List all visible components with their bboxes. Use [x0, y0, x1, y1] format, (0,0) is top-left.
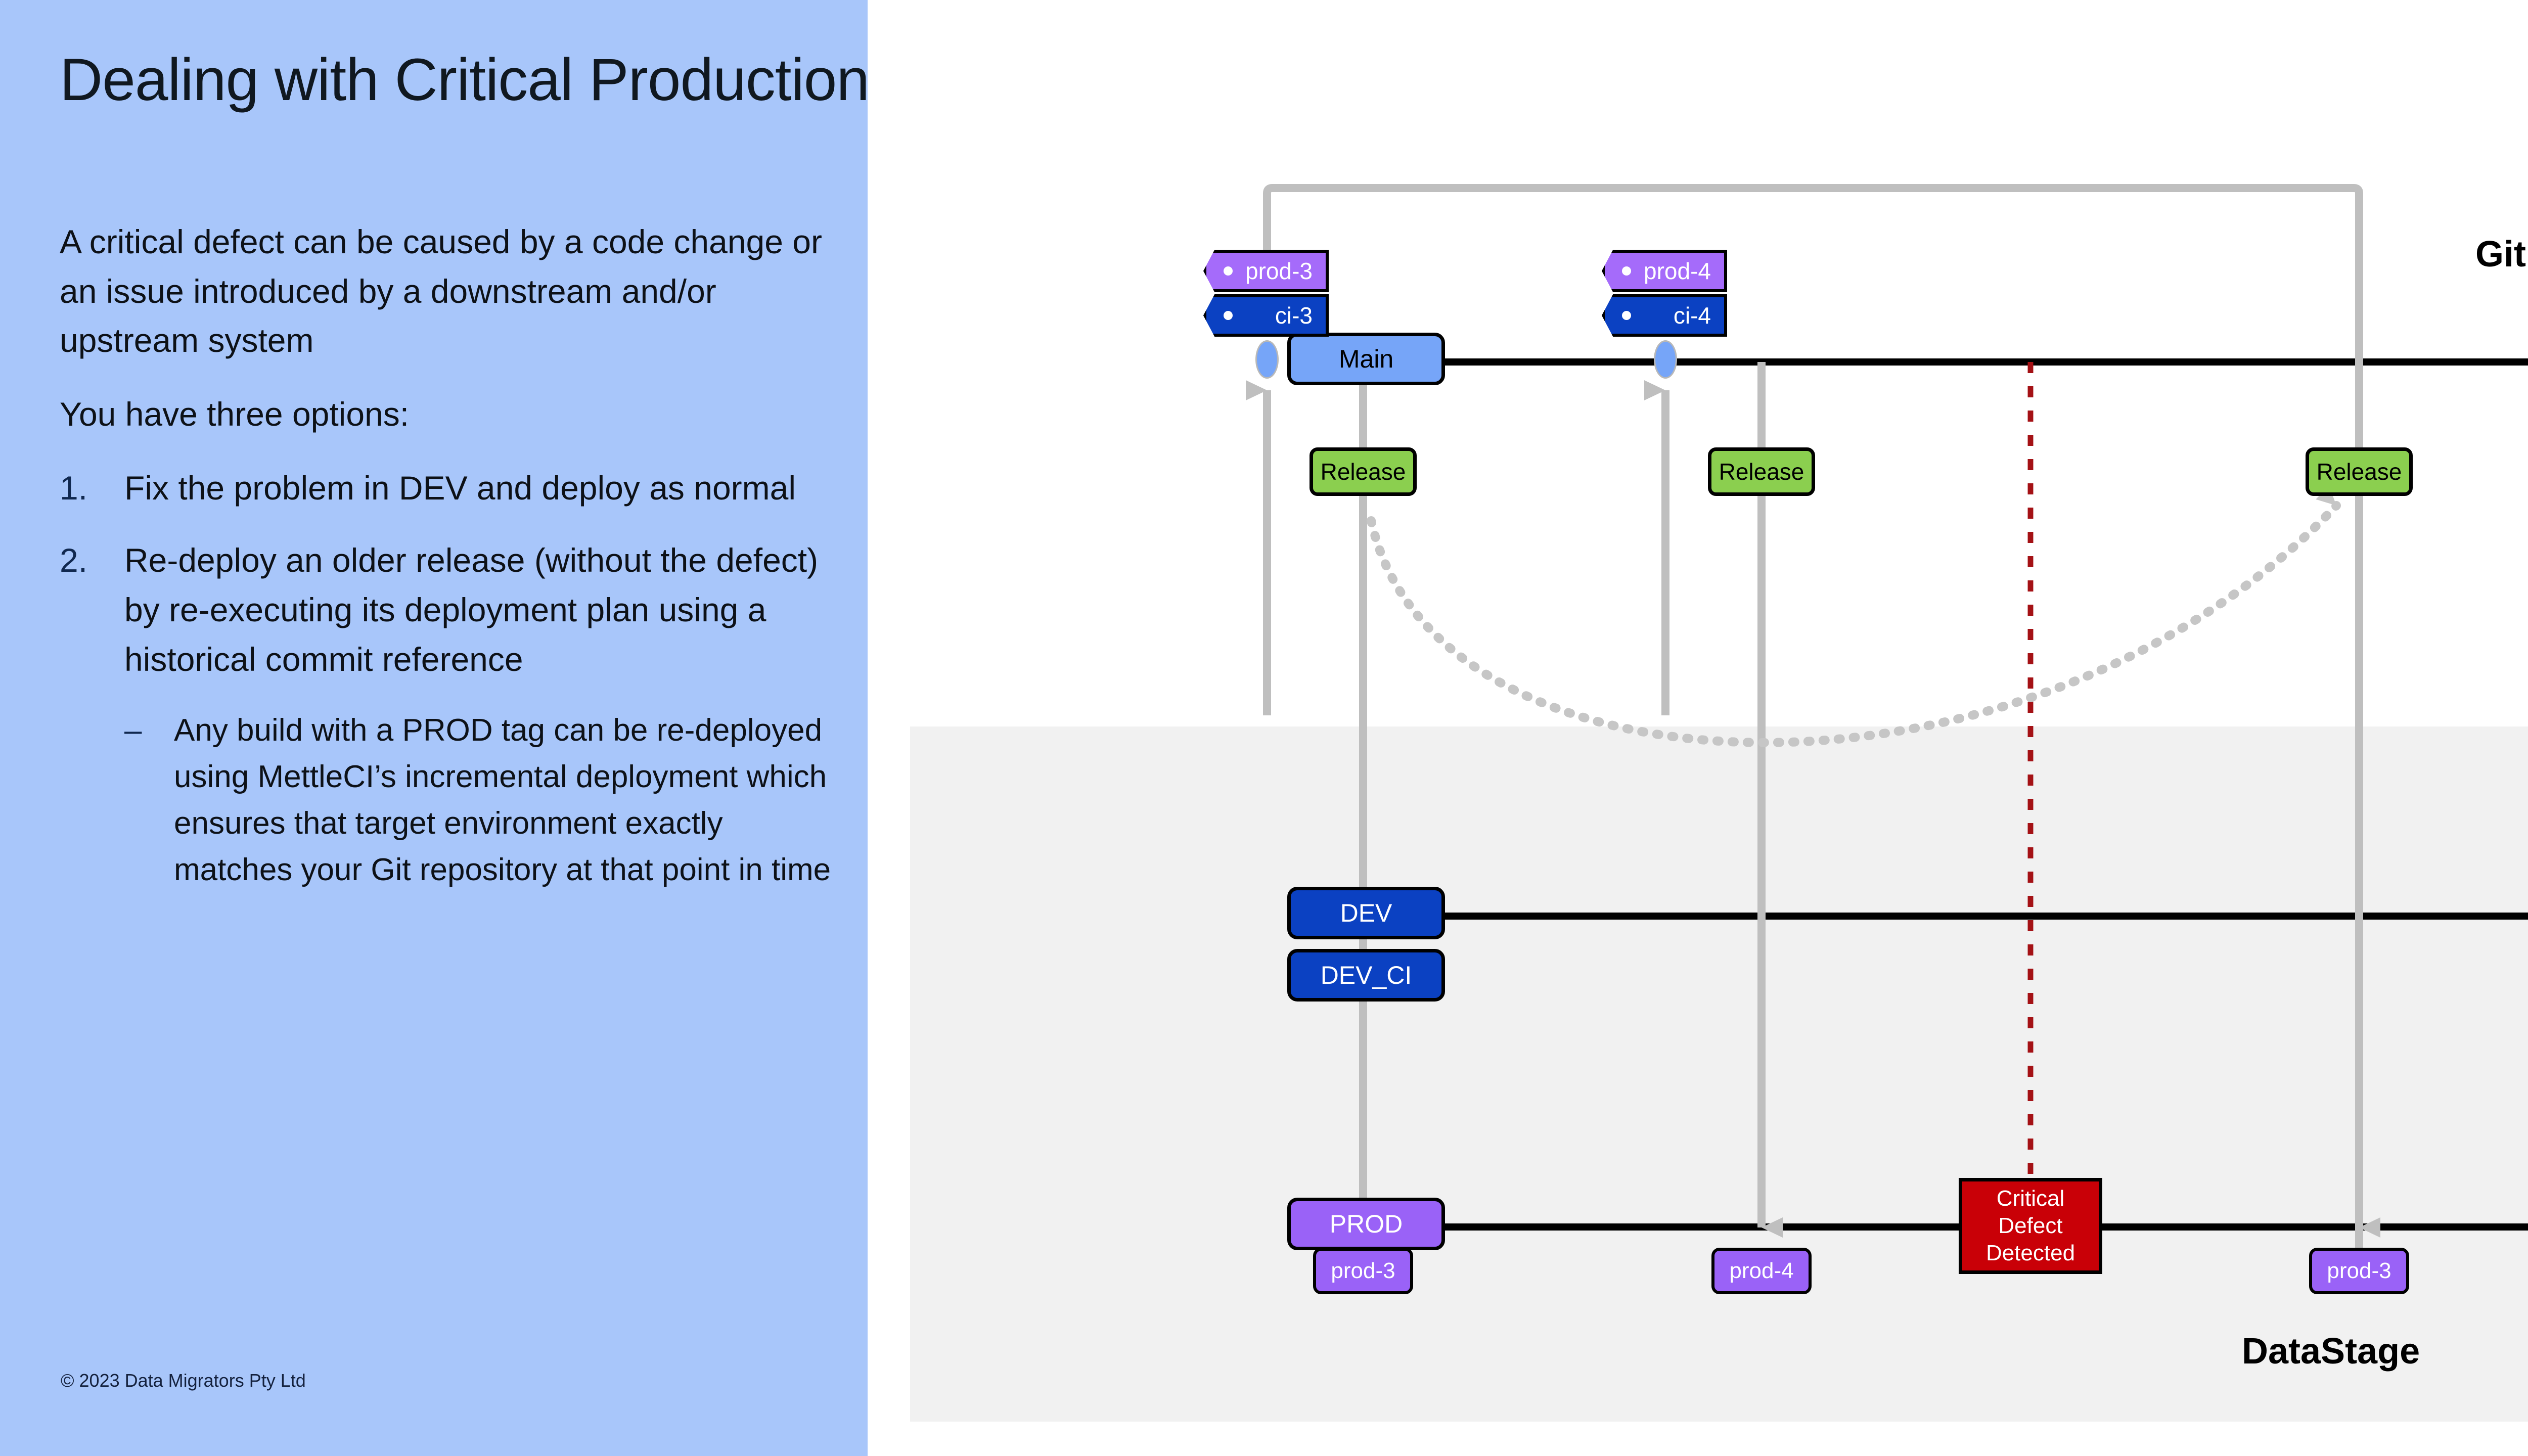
dev-branch-line — [1441, 913, 2528, 920]
branch-pill-prod[interactable]: PROD — [1287, 1198, 1445, 1250]
intro-paragraph-2: You have three options: — [60, 395, 410, 433]
critical-defect-line-2: Defect — [1998, 1213, 2063, 1239]
datastage-panel-background — [910, 726, 2528, 1422]
branch-pill-dev-ci-label: DEV_CI — [1320, 961, 1412, 989]
release-box-3-label: Release — [2316, 459, 2402, 485]
git-tag-ci-3[interactable]: ci-3 — [1203, 294, 1329, 337]
copyright-footer: © 2023 Data Migrators Pty Ltd — [61, 1370, 306, 1391]
branch-pill-dev-ci[interactable]: DEV_CI — [1287, 949, 1445, 1002]
prod-deploy-tag-3[interactable]: prod-3 — [2309, 1248, 2409, 1294]
critical-defect-line-1: Critical — [1996, 1186, 2065, 1211]
critical-defect-box[interactable]: Critical Defect Detected — [1959, 1178, 2102, 1274]
release-box-2-label: Release — [1719, 459, 1804, 485]
branch-pill-main[interactable]: Main — [1287, 333, 1445, 385]
sub-bullet-1-marker: – — [124, 713, 142, 748]
sub-bullet-1-text: Any build with a PROD tag can be re-depl… — [174, 713, 831, 887]
prod-deploy-tag-1-label: prod-3 — [1331, 1258, 1395, 1283]
branch-pill-dev-label: DEV — [1340, 899, 1392, 927]
left-content-panel: Dealing with Critical Production Defects… — [0, 0, 1085, 1456]
critical-defect-line-3: Detected — [1985, 1240, 2075, 1265]
release-box-1-label: Release — [1320, 459, 1406, 485]
sub-bullet-1: – Any build with a PROD tag can be re-de… — [124, 707, 848, 893]
git-tag-dot-icon — [1224, 311, 1233, 320]
git-tag-prod-4[interactable]: prod-4 — [1602, 250, 1727, 292]
git-datastage-diagram: Git DataStage Main DEV DEV_CI PROD prod-… — [868, 0, 2528, 1456]
numbered-item-1: 1. Fix the problem in DEV and deploy as … — [60, 464, 848, 513]
git-tag-dot-icon — [1224, 266, 1233, 276]
git-tag-prod-4-label: prod-4 — [1644, 258, 1711, 284]
prod-deploy-tag-3-label: prod-3 — [2327, 1258, 2391, 1283]
branch-pill-prod-label: PROD — [1329, 1210, 1403, 1238]
body-text-block: A critical defect can be caused by a cod… — [60, 217, 848, 893]
git-tag-ci-4[interactable]: ci-4 — [1602, 294, 1727, 337]
git-tag-dot-icon — [1622, 266, 1631, 276]
prod-deploy-tag-1[interactable]: prod-3 — [1313, 1248, 1413, 1294]
prod-deploy-tag-2[interactable]: prod-4 — [1711, 1248, 1812, 1294]
branch-pill-main-label: Main — [1338, 345, 1394, 373]
numbered-item-2-marker: 2. — [60, 541, 88, 579]
branch-pill-dev[interactable]: DEV — [1287, 887, 1445, 939]
datastage-panel-label: DataStage — [2242, 1331, 2420, 1372]
main-branch-line — [1441, 358, 2528, 366]
release-box-2[interactable]: Release — [1708, 447, 1815, 496]
prod-deploy-tag-2-label: prod-4 — [1729, 1258, 1794, 1283]
numbered-item-2: 2. Re-deploy an older release (without t… — [60, 536, 848, 684]
git-panel-label: Git — [2475, 234, 2526, 275]
git-tag-prod-3[interactable]: prod-3 — [1203, 250, 1329, 292]
numbered-item-2-text: Re-deploy an older release (without the … — [124, 541, 819, 678]
commit-node-prod-3[interactable] — [1255, 340, 1279, 379]
git-tag-prod-3-label: prod-3 — [1245, 258, 1313, 284]
release-box-3[interactable]: Release — [2306, 447, 2413, 496]
commit-node-prod-4[interactable] — [1654, 340, 1677, 379]
numbered-item-1-marker: 1. — [60, 469, 88, 507]
git-tag-dot-icon — [1622, 311, 1631, 320]
intro-paragraph-1: A critical defect can be caused by a cod… — [60, 223, 822, 359]
git-tag-ci-4-label: ci-4 — [1673, 302, 1711, 329]
release-box-1[interactable]: Release — [1310, 447, 1417, 496]
numbered-item-1-text: Fix the problem in DEV and deploy as nor… — [124, 469, 796, 507]
git-tag-ci-3-label: ci-3 — [1275, 302, 1313, 329]
